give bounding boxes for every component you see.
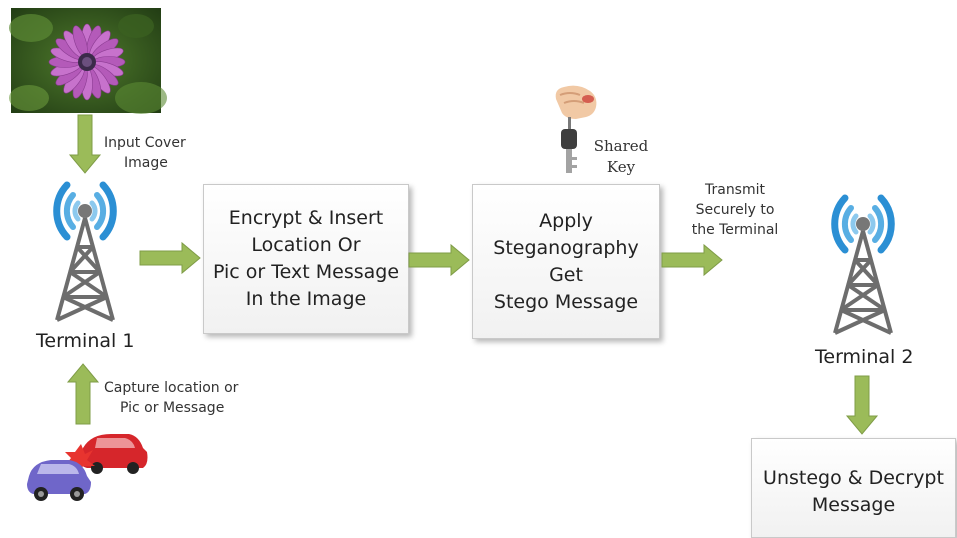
encrypt-line-2: Location Or [251,234,361,256]
shared-key-line-2: Key [606,158,636,176]
unstego-decrypt-box: Unstego & Decrypt Message [751,438,956,538]
car-crash-icon [27,434,148,501]
arrow-terminal1-to-encrypt [139,241,201,275]
unstego-line-2: Message [811,494,896,516]
stego-line-2: Steganography [493,236,639,259]
capture-line-1: Capture location or [104,380,239,396]
encrypt-line-3: Pic or Text Message [212,261,400,283]
arrow-encrypt-to-stego [408,243,470,277]
shared-key-label: Shared Key [593,136,649,178]
capture-line-2: Pic or Message [120,400,225,416]
stego-line-3: Get [549,263,583,286]
cell-tower-icon [831,194,895,335]
stego-line-1: Apply [539,209,593,232]
encrypt-line-1: Encrypt & Insert [228,207,384,229]
capture-label: Capture location or Pic or Message [104,378,238,418]
transmit-line-3: the Terminal [691,222,779,238]
flower-cover-image [9,8,167,114]
transmit-line-1: Transmit [704,182,765,198]
unstego-line-1: Unstego & Decrypt [763,467,944,489]
encrypt-insert-box: Encrypt & Insert Location Or Pic or Text… [203,184,409,334]
arrow-image-to-terminal1 [68,114,102,174]
encrypt-line-4: In the Image [245,288,367,310]
cell-tower-icon [53,181,117,322]
transmit-label: Transmit Securely to the Terminal [683,180,787,240]
shared-key-line-1: Shared [593,137,649,155]
key-hand-icon [555,85,597,173]
apply-steganography-box: Apply Steganography Get Stego Message [472,184,660,339]
arrow-stego-to-terminal2 [661,243,723,277]
arrow-capture-to-terminal1 [66,363,100,425]
input-cover-label: Input Cover Image [104,133,186,173]
terminal2-label: Terminal 2 [815,346,914,368]
input-cover-line-2: Image [124,155,168,171]
terminal1-label: Terminal 1 [36,330,135,352]
transmit-line-2: Securely to [695,202,775,218]
arrow-terminal2-to-unstego [845,375,879,435]
input-cover-line-1: Input Cover [104,135,186,151]
stego-line-4: Stego Message [493,290,639,313]
